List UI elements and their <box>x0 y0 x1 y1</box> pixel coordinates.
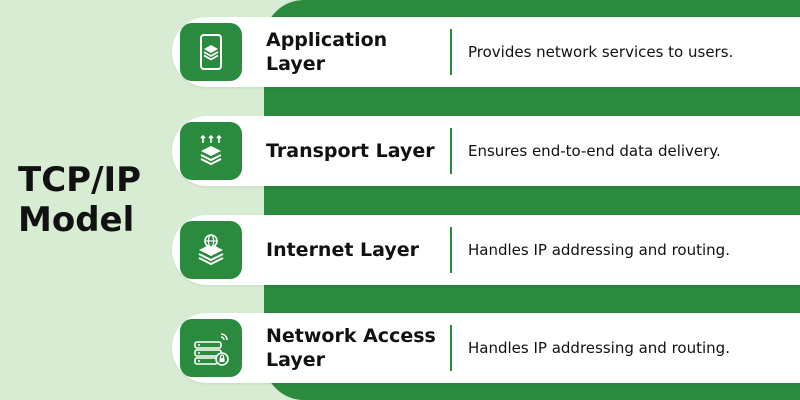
diagram-title: TCP/IP Model <box>18 160 178 240</box>
stack-arrows-icon <box>180 122 242 180</box>
layer-card-network-access: Network Access Layer Handles IP addressi… <box>172 313 800 383</box>
layer-card-transport: Transport Layer Ensures end-to-end data … <box>172 116 800 186</box>
layer-description: Provides network services to users. <box>468 43 734 61</box>
layer-description: Ensures end-to-end data delivery. <box>468 142 721 160</box>
mobile-stack-icon <box>180 23 242 81</box>
layer-name: Transport Layer <box>266 140 435 162</box>
divider <box>450 128 452 174</box>
divider <box>450 227 452 273</box>
layer-name: Application Layer <box>266 29 388 75</box>
layer-description: Handles IP addressing and routing. <box>468 241 730 259</box>
divider <box>450 29 452 75</box>
layer-name: Network Access Layer <box>266 325 436 371</box>
server-lock-icon <box>180 319 242 377</box>
title-line-1: TCP/IP <box>18 160 142 200</box>
layer-description: Handles IP addressing and routing. <box>468 339 730 357</box>
layer-card-application: Application Layer Provides network servi… <box>172 17 800 87</box>
globe-stack-icon <box>180 221 242 279</box>
divider <box>450 325 452 371</box>
title-line-2: Model <box>18 200 135 240</box>
layer-card-internet: Internet Layer Handles IP addressing and… <box>172 215 800 285</box>
layer-name: Internet Layer <box>266 239 420 261</box>
